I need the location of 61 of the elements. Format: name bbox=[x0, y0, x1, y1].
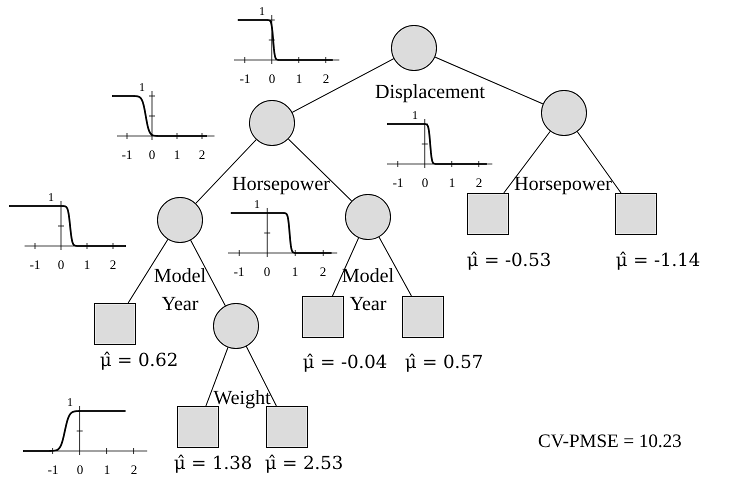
axis-tick-label: 0 bbox=[268, 72, 276, 86]
axis-tick-label: 0 bbox=[76, 463, 84, 477]
split-variable-label: Model Year bbox=[152, 264, 208, 317]
axis-tick-label: 0 bbox=[262, 265, 272, 279]
tree-edge bbox=[246, 346, 277, 406]
split-variable-label: Weight bbox=[212, 386, 272, 411]
axis-tick-label: -1 bbox=[46, 463, 60, 477]
axis-tick-label: 1 bbox=[139, 81, 145, 93]
axis-tick-label: 1 bbox=[448, 176, 456, 190]
axis-tick-label: -1 bbox=[238, 72, 252, 86]
leaf-mean-label: μ̂ = 0.62 bbox=[98, 349, 180, 373]
tree-edge bbox=[378, 236, 412, 296]
leaf-mean-label: μ̂ = -0.04 bbox=[302, 351, 388, 375]
leaf-mean-label: μ̂ = -1.14 bbox=[614, 249, 702, 273]
axis-tick-label: 1 bbox=[412, 109, 418, 121]
tree-edge bbox=[205, 347, 228, 406]
axis-tick-label: 1 bbox=[48, 191, 54, 203]
axis-tick-label: 0 bbox=[56, 258, 66, 272]
leaf-node-square bbox=[94, 303, 136, 345]
axis-tick-label: 2 bbox=[198, 148, 206, 162]
axis-tick-label: 1 bbox=[294, 72, 304, 86]
tree-edge bbox=[292, 58, 394, 113]
axis-tick-label: 1 bbox=[102, 463, 112, 477]
axis-tick-label: 1 bbox=[290, 265, 300, 279]
axis-tick-label: -1 bbox=[392, 176, 404, 190]
tree-edge bbox=[128, 239, 168, 304]
cv-error-note: CV-PMSE = 10.23 bbox=[538, 430, 683, 454]
split-variable-label: Horsepower bbox=[513, 172, 613, 197]
leaf-mean-label: μ̂ = -0.53 bbox=[466, 249, 552, 273]
axis-tick-label: 0 bbox=[420, 176, 430, 190]
split-variable-label: Model Year bbox=[340, 264, 396, 317]
tree-edge bbox=[332, 237, 360, 296]
axis-tick-label: 1 bbox=[82, 258, 92, 272]
axis-tick-label: -1 bbox=[232, 265, 246, 279]
tree-edge bbox=[576, 131, 622, 194]
axis-tick-label: 2 bbox=[474, 176, 484, 190]
leaf-mean-label: μ̂ = 2.53 bbox=[264, 452, 344, 476]
leaf-mean-label: μ̂ = 1.38 bbox=[172, 452, 254, 476]
tree-edge bbox=[288, 138, 352, 202]
axis-tick-label: 1 bbox=[259, 5, 265, 17]
axis-tick-label: 2 bbox=[322, 72, 330, 86]
leaf-mean-label: μ̂ = 0.57 bbox=[404, 351, 484, 375]
axis-tick-label: 0 bbox=[148, 148, 156, 162]
leaf-node-square bbox=[615, 193, 657, 235]
axis-tick-label: 1 bbox=[254, 198, 260, 210]
leaf-node-square bbox=[402, 296, 444, 338]
tree-edge bbox=[434, 56, 544, 104]
axis-tick-label: -1 bbox=[120, 148, 134, 162]
axis-tick-label: 2 bbox=[130, 463, 138, 477]
axis-tick-label: 1 bbox=[172, 148, 182, 162]
tree-edge bbox=[503, 130, 551, 194]
axis-tick-label: 2 bbox=[108, 258, 118, 272]
leaf-node-square bbox=[302, 296, 344, 338]
axis-tick-label: -1 bbox=[28, 258, 42, 272]
axis-tick-label: 1 bbox=[67, 396, 73, 408]
split-variable-label: Horsepower bbox=[231, 172, 331, 197]
tree-edge bbox=[190, 240, 226, 306]
leaf-node-square bbox=[467, 193, 509, 235]
axis-tick-label: 2 bbox=[318, 265, 328, 279]
split-variable-label: Displacement bbox=[374, 80, 486, 105]
tree-edge bbox=[195, 139, 257, 204]
